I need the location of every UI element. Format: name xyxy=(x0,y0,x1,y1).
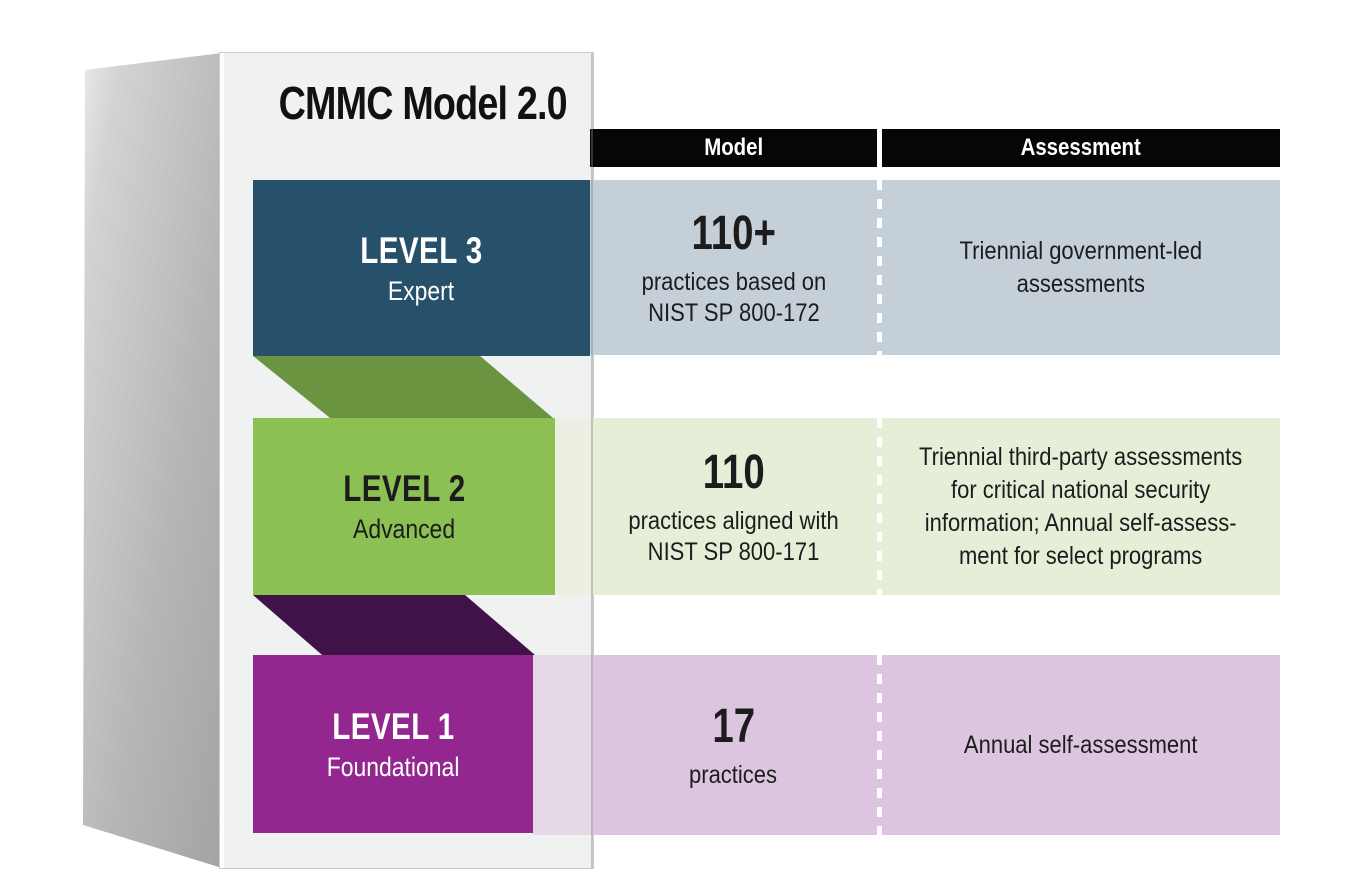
box-side-face xyxy=(83,53,222,868)
front-panel-right-edge xyxy=(591,53,593,868)
level-1-assessment-cell: Annual self-assessment xyxy=(882,655,1280,835)
level-1-label: LEVEL 1 xyxy=(331,705,455,747)
level-3-model-cell: 110+ practices based on NIST SP 800-172 xyxy=(590,180,877,355)
level-2-box: LEVEL 2 Advanced xyxy=(253,418,555,595)
level-3-assessment-cell: Triennial government-led assessments xyxy=(882,180,1280,355)
column-header-assessment-label: Assessment xyxy=(1020,134,1142,161)
page-title: CMMC Model 2.0 xyxy=(253,76,593,130)
level-1-model-cell: 17 practices xyxy=(590,655,877,835)
level-3-box: LEVEL 3 Expert xyxy=(253,180,590,356)
level-2-model-value: 110 xyxy=(702,445,765,499)
level-1-row-panel-overlap xyxy=(533,655,593,835)
level-2-row-panel-overlap xyxy=(555,418,593,595)
level-3-row-band xyxy=(590,180,1280,355)
page-title-text: CMMC Model 2.0 xyxy=(278,77,568,129)
column-header-model-label: Model xyxy=(704,134,763,161)
level-2-model-desc: practices aligned with NIST SP 800-171 xyxy=(628,506,839,566)
column-header-model: Model xyxy=(590,129,877,167)
dashed-divider-level-3 xyxy=(877,180,882,355)
level-2-assessment-text: Triennial third-party assessments for cr… xyxy=(919,442,1243,570)
level-1-sublabel: Foundational xyxy=(326,751,460,782)
level-1-assessment-text: Annual self-assessment xyxy=(964,730,1198,759)
level-1-row-band xyxy=(533,655,1280,835)
level-3-model-desc: practices based on NIST SP 800-172 xyxy=(641,267,826,327)
level-2-sublabel: Advanced xyxy=(352,514,456,544)
level-1-model-value: 17 xyxy=(712,699,755,753)
dashed-divider-level-1 xyxy=(877,655,882,835)
level-1-box: LEVEL 1 Foundational xyxy=(253,655,533,833)
level-3-label: LEVEL 3 xyxy=(360,229,483,271)
dashed-divider-level-2 xyxy=(877,418,882,595)
level-1-model-desc: practices xyxy=(689,760,778,789)
level-3-assessment-text: Triennial government-led assessments xyxy=(959,236,1203,298)
level-3-sublabel: Expert xyxy=(388,275,455,306)
level-2-label: LEVEL 2 xyxy=(342,468,466,509)
level-2-model-cell: 110 practices aligned with NIST SP 800-1… xyxy=(590,418,877,595)
level-2-row-band xyxy=(555,418,1280,595)
level-3-model-value: 110+ xyxy=(691,206,776,260)
level-2-assessment-cell: Triennial third-party assessments for cr… xyxy=(882,418,1280,595)
column-header-assessment: Assessment xyxy=(882,129,1280,167)
